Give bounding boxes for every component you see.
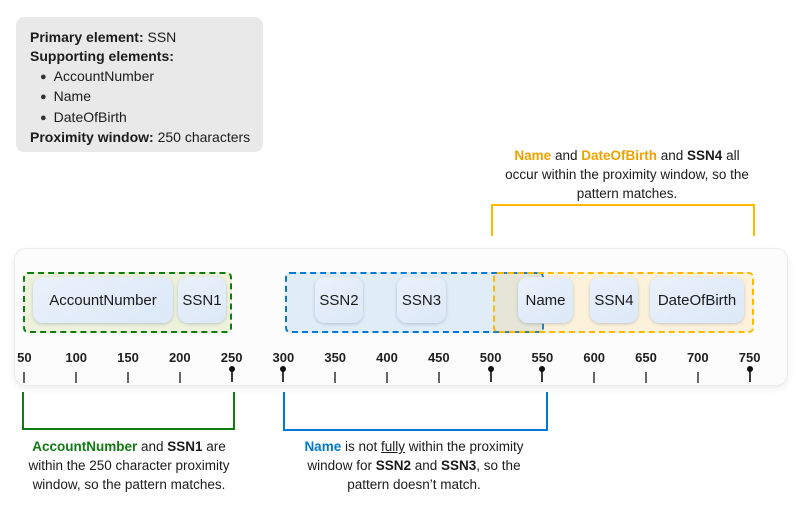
ruler-tick-line <box>386 372 388 383</box>
bullet-icon: ● <box>40 91 47 104</box>
ruler-pin-marker <box>280 366 287 382</box>
text-line: within the 250 character proximity <box>28 458 230 473</box>
text-line: pattern matches. <box>576 186 678 201</box>
text-line: window for SSN2 and SSN3, so the <box>307 458 521 473</box>
text-line: Name is not fully within the proximity <box>304 439 524 454</box>
ruler-tick-label: 100 <box>65 350 88 365</box>
ruler-pin-marker <box>539 366 546 382</box>
element-chip-accountnumber: AccountNumber <box>33 277 173 323</box>
element-chip-ssn3: SSN3 <box>397 277 446 323</box>
ruler-tick-line <box>645 372 647 383</box>
ruler-tick-line <box>593 372 596 383</box>
text-line: Proximity window: 250 characters <box>30 129 251 146</box>
ruler-pin-marker <box>746 366 753 382</box>
element-chip-ssn2: SSN2 <box>315 277 363 323</box>
blue-no-match-caption: Name is not fully within the proximity wi… <box>280 437 548 494</box>
ruler-tick-label: 250 <box>220 350 243 365</box>
pattern-definition-box: Primary element: SSN Supporting elements:… <box>16 17 263 152</box>
text-line: ●AccountNumber <box>30 67 249 87</box>
ruler-tick-line <box>178 372 181 383</box>
ruler-tick-line <box>23 372 26 383</box>
text-line: Supporting elements: <box>30 48 174 65</box>
document-band: AccountNumber SSN1 SSN2 SSN3 Name SSN4 D… <box>14 248 788 386</box>
text-line: window, so the pattern matches. <box>32 477 226 492</box>
gold-range-bracket <box>491 204 755 236</box>
ruler-tick-label: 150 <box>117 350 139 365</box>
text-line: Name and DateOfBirth and SSN4 all <box>514 148 740 163</box>
ruler-tick-line <box>127 372 129 383</box>
ruler-tick-label: 200 <box>168 350 191 365</box>
ruler-pin-marker <box>228 366 235 382</box>
text-line: Primary element: SSN <box>30 29 177 45</box>
ruler-tick-label: 700 <box>686 350 709 365</box>
green-range-bracket <box>22 392 235 430</box>
gold-match-caption: Name and DateOfBirth and SSN4 all occur w… <box>462 146 792 203</box>
element-chip-ssn1: SSN1 <box>178 277 226 323</box>
ruler-tick-line <box>75 372 78 383</box>
bullet-icon: ● <box>40 70 47 83</box>
ruler-tick-label: 550 <box>531 350 554 365</box>
text-line: AccountNumber and SSN1 are <box>32 439 226 454</box>
ruler-tick-label: 450 <box>427 350 450 365</box>
ruler-tick-label: 300 <box>272 350 295 365</box>
ruler-tick-label: 650 <box>635 350 657 365</box>
ruler-tick-label: 50 <box>17 350 32 365</box>
ruler-tick-line <box>334 372 337 383</box>
text-line: ●Name <box>30 87 249 107</box>
ruler-tick-label: 600 <box>583 350 606 365</box>
element-chip-dateofbirth: DateOfBirth <box>650 277 744 323</box>
text-line: occur within the proximity window, so th… <box>505 167 749 182</box>
ruler-tick-label: 500 <box>479 350 502 365</box>
character-position-ruler: 50 100 150 200 250 300 350 400 450 500 550 600 650 70… <box>15 249 787 385</box>
text-line: ●DateOfBirth <box>30 108 249 128</box>
ruler-tick-label: 400 <box>376 350 398 365</box>
bullet-icon: ● <box>40 111 47 124</box>
element-chip-name: Name <box>518 277 573 323</box>
ruler-pin-marker <box>487 366 494 382</box>
ruler-tick-line <box>696 372 699 383</box>
blue-range-bracket <box>283 392 548 431</box>
element-chip-ssn4: SSN4 <box>590 277 638 323</box>
text-line: pattern doesn’t match. <box>347 477 481 492</box>
ruler-tick-label: 350 <box>324 350 347 365</box>
ruler-tick-line <box>437 372 440 383</box>
green-match-caption: AccountNumber and SSN1 are within the 250… <box>15 437 243 494</box>
ruler-tick-label: 750 <box>738 350 761 365</box>
